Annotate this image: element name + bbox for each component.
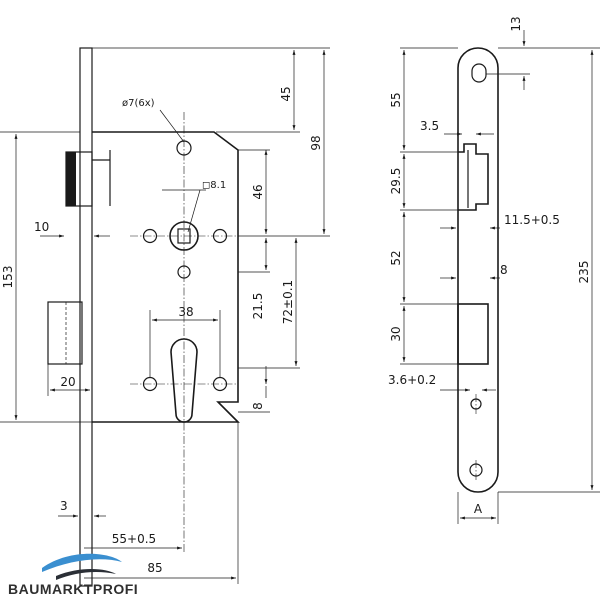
square-label: ◻8.1 — [202, 180, 226, 191]
dim-153: 153 — [1, 266, 15, 289]
dim-55-front: 55+0.5 — [112, 532, 156, 546]
side-faceplate — [457, 47, 499, 493]
side-top-slot — [471, 63, 487, 83]
latch-bolt-face — [66, 152, 76, 206]
side-view: 13 55 29.5 52 30 235 3.5 11.5+0.5 8 3.6+… — [388, 16, 600, 524]
cylinder-hole — [170, 338, 198, 423]
dim-21-5: 21.5 — [251, 293, 265, 320]
forend-plate — [79, 47, 93, 587]
dim-235: 235 — [577, 261, 591, 284]
dim-3: 3 — [60, 499, 68, 513]
dim-a: A — [474, 502, 483, 516]
dim-52: 52 — [389, 250, 403, 265]
dim-20: 20 — [60, 375, 75, 389]
brand-logo: BAUMARKTPROFI — [8, 553, 138, 597]
dim-13: 13 — [509, 16, 523, 31]
dim-55-side: 55 — [389, 92, 403, 107]
dim-38: 38 — [178, 305, 193, 319]
side-deadbolt-opening — [457, 303, 489, 365]
brand-swoosh-icon — [42, 553, 122, 580]
dim-3-5: 3.5 — [420, 119, 439, 133]
dim-85: 85 — [147, 561, 162, 575]
dim-8-front: 8 — [251, 402, 265, 410]
side-latch-opening — [458, 143, 489, 211]
dim-46: 46 — [251, 184, 265, 199]
dim-29-5: 29.5 — [389, 168, 403, 195]
dim-30: 30 — [389, 326, 403, 341]
dim-11-5: 11.5+0.5 — [504, 213, 560, 227]
dim-10: 10 — [34, 220, 49, 234]
front-view: 45 98 46 21.5 72±0.1 8 153 10 38 20 — [0, 47, 330, 587]
dim-3-6: 3.6+0.2 — [388, 373, 436, 387]
hole-label: ø7(6x) — [122, 98, 155, 109]
dim-8-side: 8 — [500, 263, 508, 277]
dead-bolt — [47, 301, 83, 365]
brand-text: BAUMARKTPROFI — [8, 581, 138, 597]
dim-72: 72±0.1 — [281, 280, 295, 324]
dim-98: 98 — [309, 135, 323, 150]
dim-45: 45 — [279, 86, 293, 101]
